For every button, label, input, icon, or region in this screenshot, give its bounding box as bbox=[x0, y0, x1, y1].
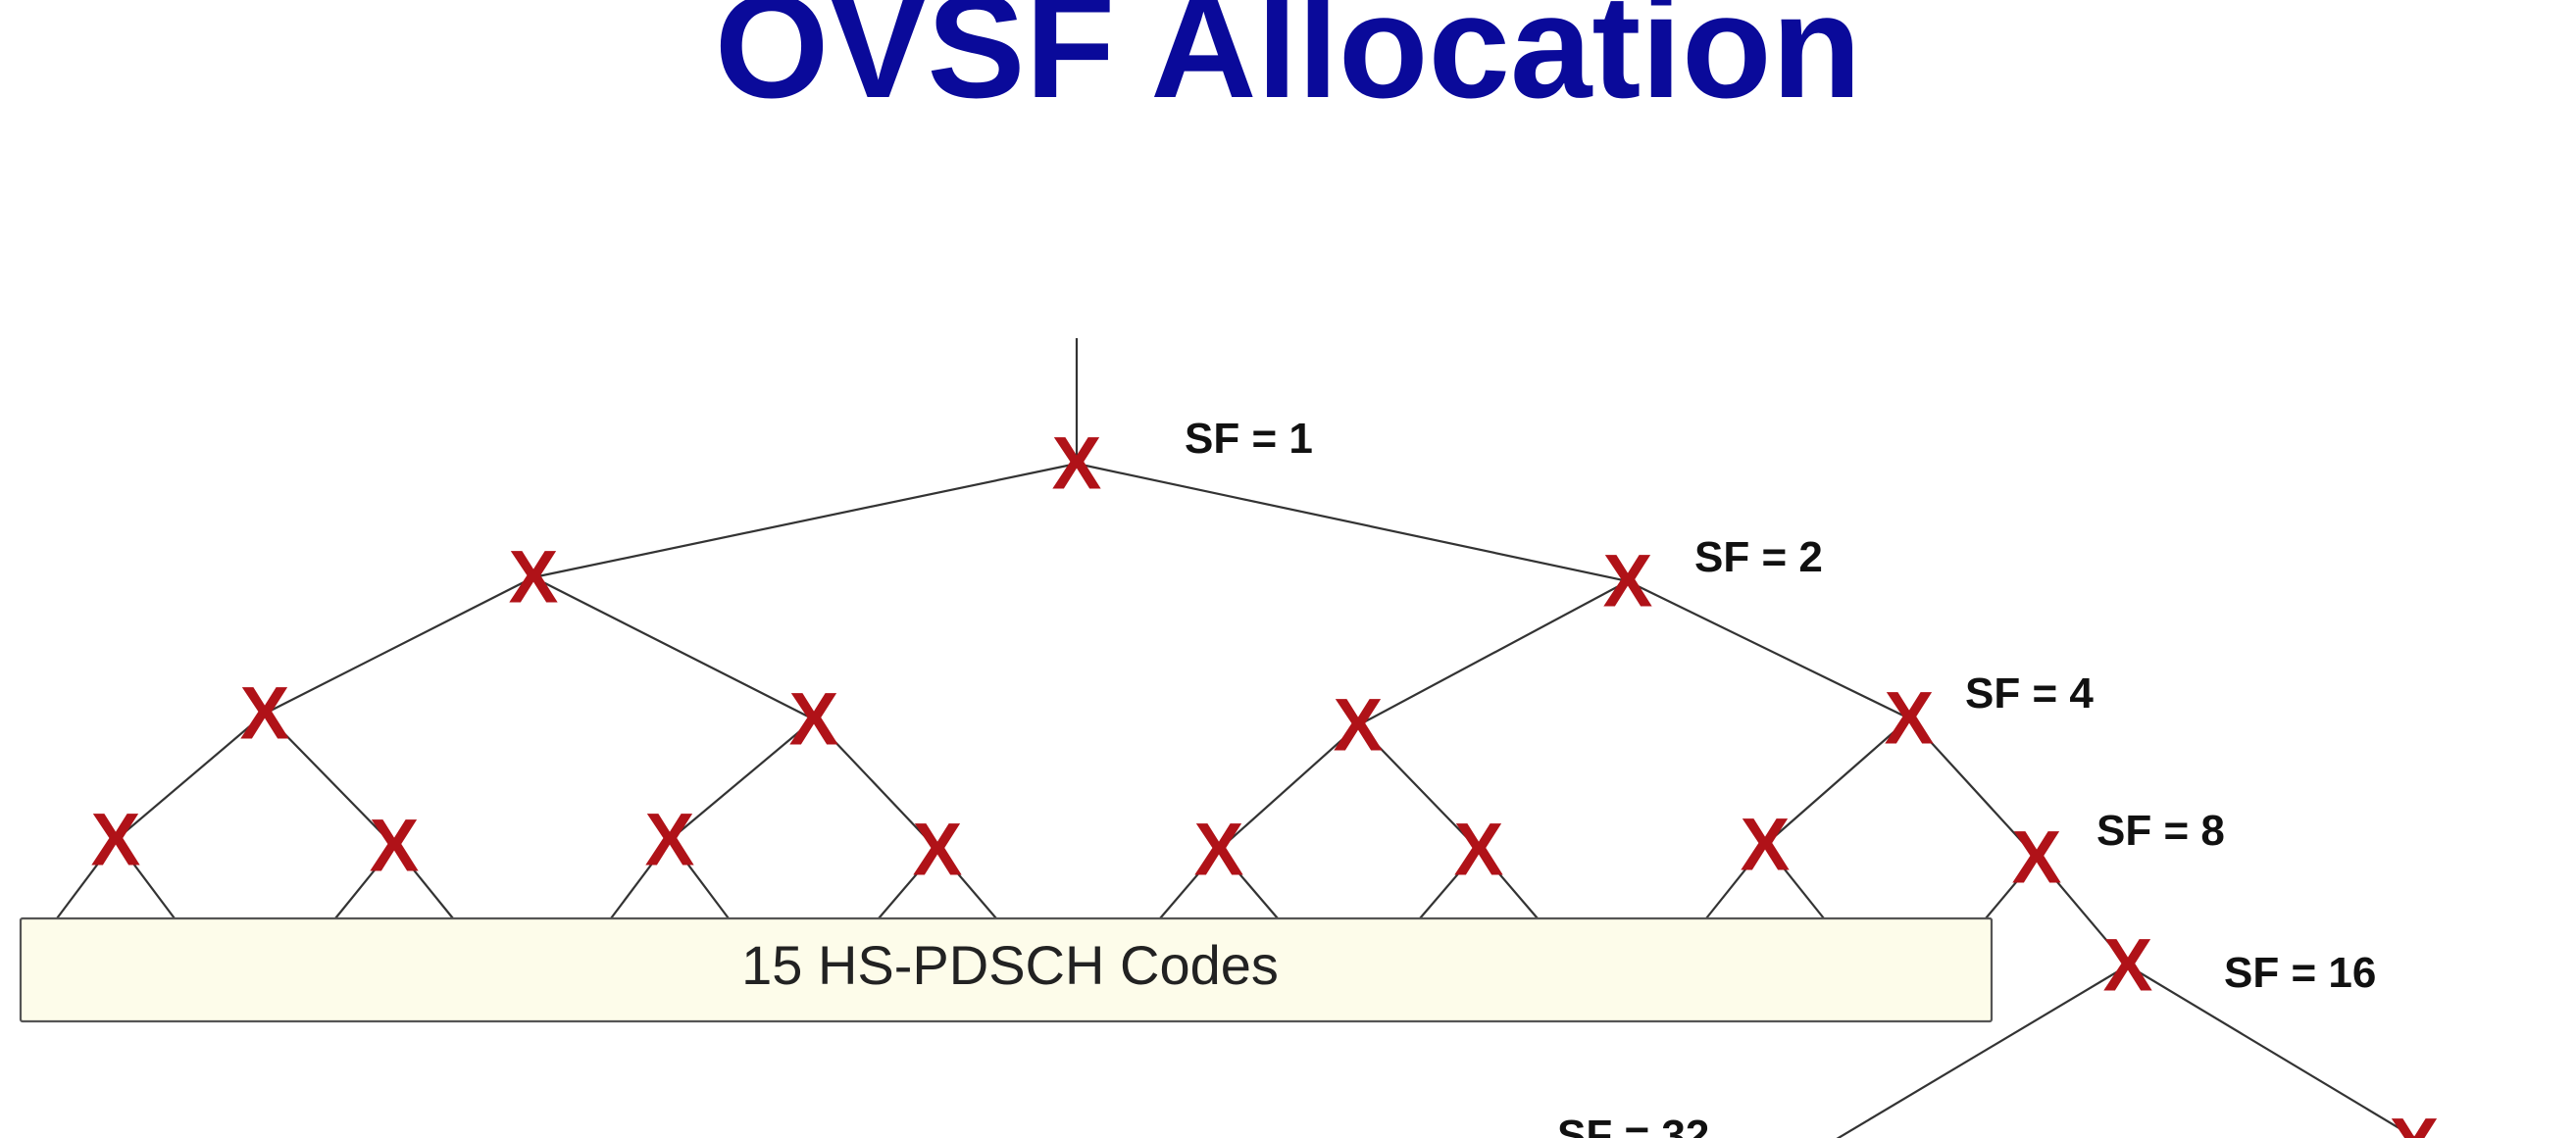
code-node-marker: X bbox=[789, 678, 839, 762]
tree-edge bbox=[115, 839, 176, 919]
hs-pdsch-code-box bbox=[19, 916, 1994, 1023]
tree-edge bbox=[2127, 965, 2418, 1138]
sf-label-1: SF = 1 bbox=[1185, 415, 1313, 463]
tree-edge bbox=[264, 713, 395, 847]
page-title: OVSF Allocation bbox=[714, 0, 1862, 128]
code-node-marker: X bbox=[645, 799, 695, 882]
code-node-marker: X bbox=[1052, 422, 1102, 506]
tree-edge bbox=[610, 839, 671, 919]
code-node-marker: X bbox=[1603, 540, 1653, 623]
code-node-marker: X bbox=[91, 799, 141, 882]
tree-edge bbox=[878, 849, 938, 919]
code-node-marker: X bbox=[1885, 677, 1935, 761]
code-node-marker: X bbox=[2390, 1104, 2440, 1138]
tree-edge bbox=[1218, 849, 1279, 919]
tree-edge bbox=[532, 462, 1078, 579]
tree-edge bbox=[115, 713, 266, 841]
tree-edge bbox=[264, 576, 534, 715]
tree-edge bbox=[334, 845, 395, 919]
tree-edge bbox=[1218, 724, 1359, 851]
tree-edge bbox=[1764, 717, 1910, 846]
sf-label-8: SF = 8 bbox=[2096, 807, 2225, 855]
tree-edge bbox=[1357, 724, 1480, 851]
tree-edge bbox=[669, 839, 730, 919]
code-node-marker: X bbox=[1194, 809, 1244, 892]
tree-edge bbox=[1836, 965, 2129, 1138]
code-node-marker: X bbox=[1454, 809, 1504, 892]
code-node-marker: X bbox=[2103, 924, 2153, 1008]
tree-edge bbox=[2036, 857, 2129, 966]
tree-edge bbox=[393, 845, 454, 919]
code-node-marker: X bbox=[913, 809, 963, 892]
tree-edge bbox=[1159, 849, 1220, 919]
tree-edge bbox=[669, 718, 815, 841]
tree-edge bbox=[813, 718, 938, 851]
tree-edge bbox=[1764, 844, 1825, 919]
tree-edge bbox=[936, 849, 997, 919]
tree-edges bbox=[56, 338, 2418, 1138]
sf-label-32: SF = 32 bbox=[1557, 1112, 1709, 1138]
tree-edge bbox=[1705, 844, 1766, 919]
tree-edge bbox=[1478, 849, 1539, 919]
code-node-marker: X bbox=[1334, 684, 1384, 767]
hs-pdsch-code-box-label: 15 HS-PDSCH Codes bbox=[741, 934, 1279, 996]
code-node-marker: X bbox=[509, 536, 559, 619]
sf-labels: SF = 1 SF = 2 SF = 4 SF = 8 SF = 16 SF =… bbox=[1185, 415, 2376, 1138]
code-node-marker: X bbox=[1741, 804, 1791, 887]
tree-edge bbox=[532, 576, 815, 720]
sf-label-2: SF = 2 bbox=[1694, 533, 1823, 581]
tree-edge bbox=[1908, 717, 2038, 859]
sf-label-16: SF = 16 bbox=[2224, 949, 2376, 997]
tree-edge bbox=[1357, 580, 1629, 726]
tree-edge bbox=[1076, 462, 1629, 583]
code-node-marker: X bbox=[2012, 816, 2062, 900]
tree-edge bbox=[1985, 857, 2038, 919]
code-markers: XXXXXXXXXXXXXXXXX bbox=[91, 422, 2440, 1138]
tree-edge bbox=[56, 839, 117, 919]
sf-label-4: SF = 4 bbox=[1965, 669, 2094, 717]
tree-edge bbox=[1419, 849, 1480, 919]
code-node-marker: X bbox=[240, 672, 290, 756]
tree-edge bbox=[1627, 580, 1910, 719]
code-node-marker: X bbox=[370, 805, 420, 888]
